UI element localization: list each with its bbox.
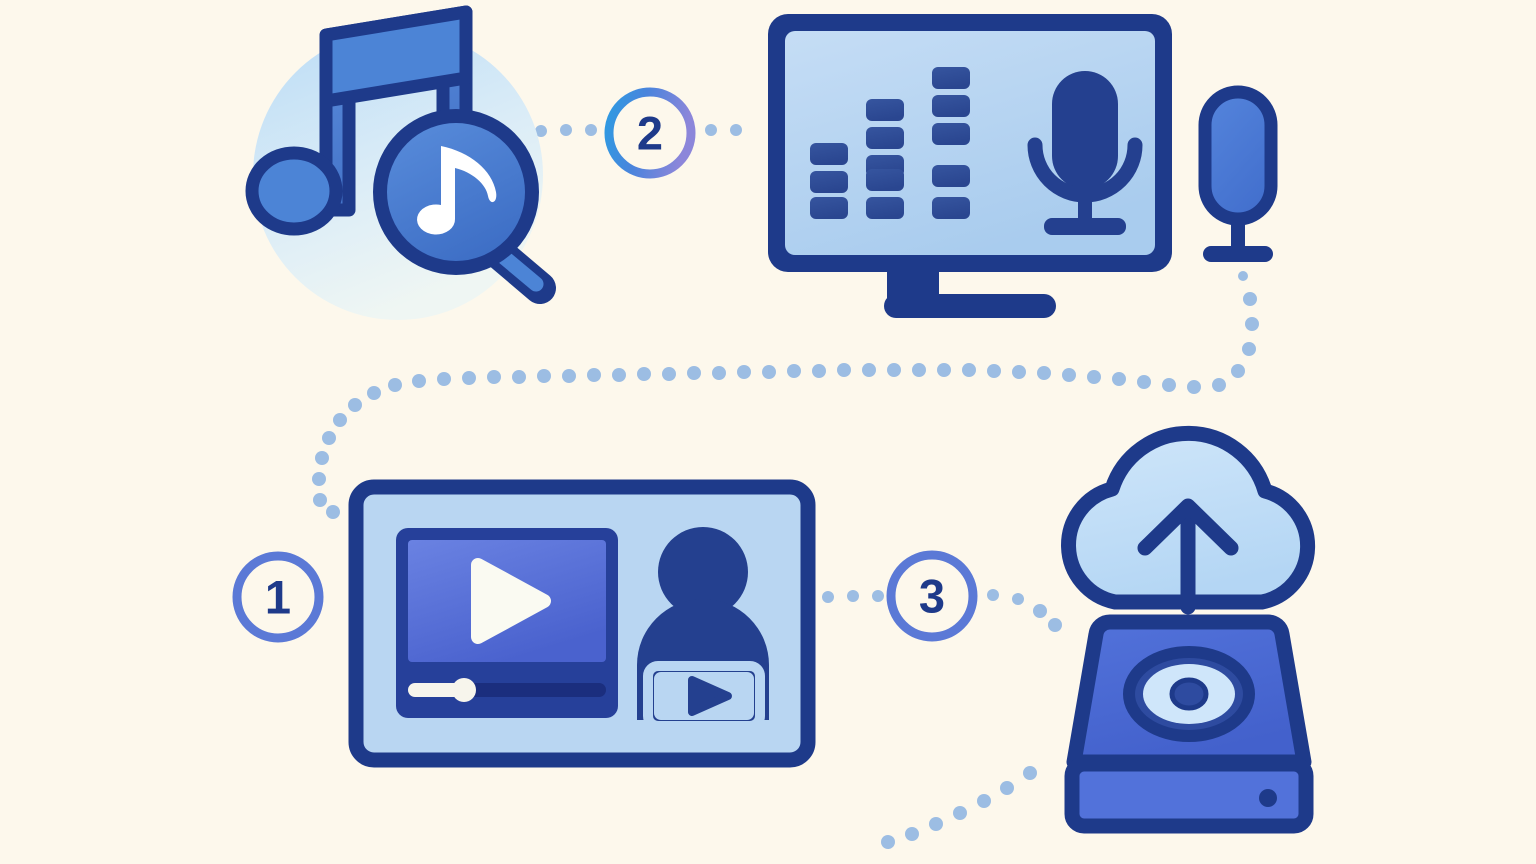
play-triangle-icon[interactable] xyxy=(471,558,551,644)
music-search-icon[interactable] xyxy=(245,5,556,320)
video-player-panel[interactable] xyxy=(348,479,816,768)
avatar-head xyxy=(658,527,748,617)
step-1-label: 1 xyxy=(265,571,291,624)
step-2-label: 2 xyxy=(637,107,663,160)
play-badge-triangle xyxy=(688,676,732,716)
magnifier-icon xyxy=(373,109,556,304)
progress-fill xyxy=(408,683,464,697)
monitor-base xyxy=(884,294,1056,318)
microphone-icon xyxy=(1027,71,1143,235)
monitor-equalizer[interactable] xyxy=(768,14,1172,318)
cloud-storage-panel[interactable] xyxy=(1061,425,1316,834)
arrow-up-icon xyxy=(1137,498,1239,615)
music-note-icon xyxy=(245,5,473,236)
disc-platter-icon xyxy=(1123,646,1255,742)
step-2-badge[interactable]: 2 xyxy=(604,87,696,179)
equalizer-bars xyxy=(810,67,970,219)
hard-drive-icon[interactable] xyxy=(1064,614,1314,834)
progress-bar[interactable] xyxy=(408,678,606,702)
connector-drive-outflow xyxy=(881,766,1037,849)
note-in-lens-icon xyxy=(417,146,497,235)
user-avatar-icon xyxy=(637,527,769,731)
connector-step2-to-monitor xyxy=(705,124,742,136)
step-3-label: 3 xyxy=(919,570,945,623)
progress-thumb[interactable] xyxy=(452,678,476,702)
external-microphone-icon[interactable] xyxy=(1198,85,1278,262)
step-3-badge[interactable]: 3 xyxy=(886,550,978,642)
connector-video-to-step3 xyxy=(822,590,884,603)
video-thumbnail[interactable] xyxy=(396,528,618,718)
drive-front xyxy=(1064,756,1314,834)
connector-search-to-step2 xyxy=(535,124,597,137)
drive-led-indicator xyxy=(1259,789,1277,807)
step-1-badge[interactable]: 1 xyxy=(232,551,324,643)
connector-step3-to-cloud xyxy=(987,589,1062,632)
cloud-upload-icon xyxy=(1061,425,1316,615)
connector-monitor-to-video-player xyxy=(312,271,1259,519)
